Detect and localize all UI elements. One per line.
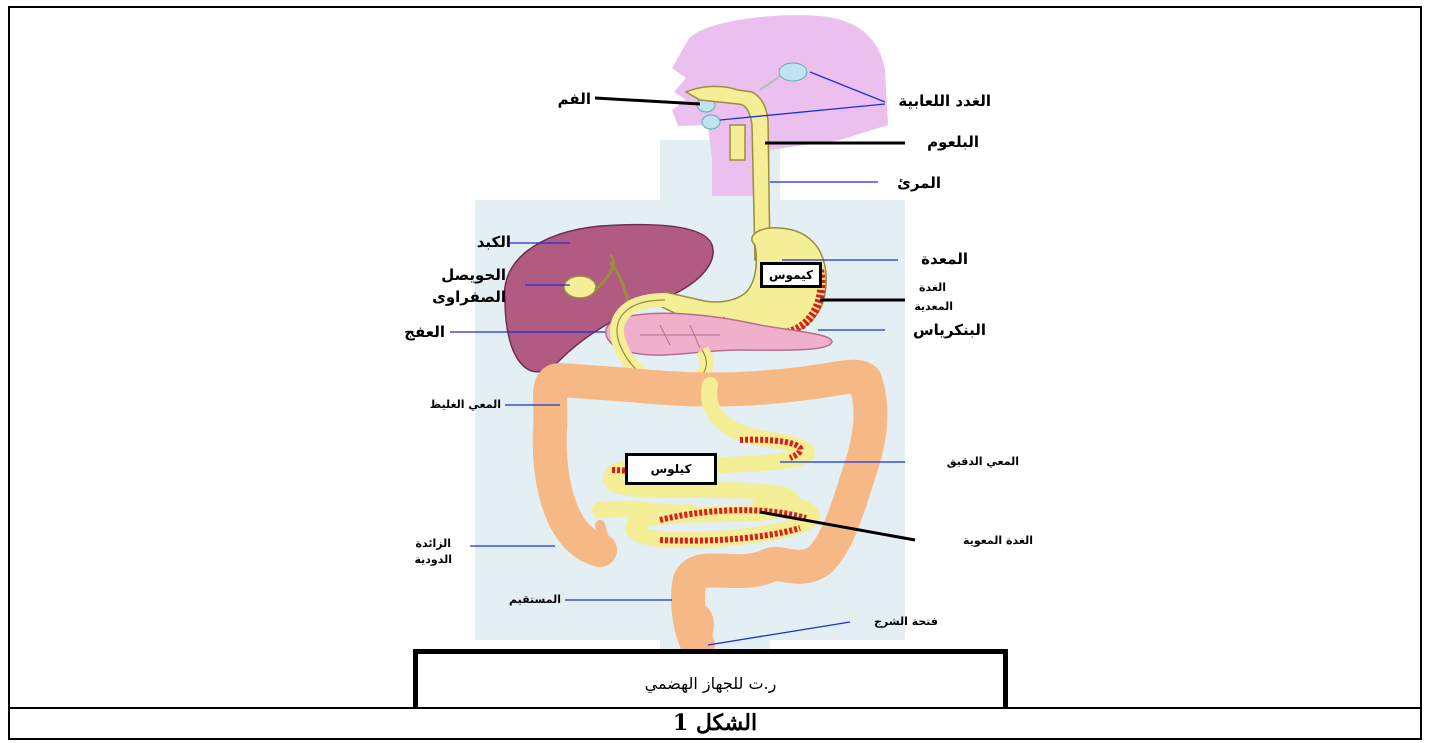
- duodenum-label: العفج: [404, 323, 445, 342]
- appendix-shape: [600, 525, 604, 560]
- gallbladder-label-1: الحويصل: [441, 266, 506, 285]
- gallbladder-label-2: الصفراوى: [432, 288, 506, 307]
- large-intestine-label: المعي الغليظ: [430, 398, 501, 412]
- salivary-gland-1: [779, 63, 807, 81]
- gastric-gland-label-1: الغدة: [919, 281, 946, 295]
- appendix-label-1: الزائدة: [416, 537, 452, 551]
- appendix-label-2: الدودية: [414, 553, 452, 567]
- figure-title: ر.ت للجهاز الهضمي: [418, 674, 1003, 693]
- anus-label: فتحة الشرج: [874, 615, 938, 629]
- salivary-glands-label: الغدد اللعابية: [898, 92, 991, 111]
- esophagus-label: المرئ: [897, 174, 941, 193]
- stomach-label: المعدة: [921, 250, 968, 269]
- intestinal-gland-label: الغدة المعوية: [963, 534, 1033, 548]
- mouth-label: الفم: [558, 90, 591, 109]
- gallbladder-shape: [564, 276, 596, 298]
- figure-caption: الشكل 1: [8, 710, 1422, 736]
- pancreas-label: البنكرياس: [913, 321, 986, 340]
- liver-label: الكبد: [477, 233, 511, 252]
- chyme-box: كيموس: [760, 262, 822, 288]
- small-intestine-label: المعي الدقيق: [947, 455, 1019, 469]
- chyle-box: كيلوس: [625, 453, 717, 485]
- rectum-label: المستقيم: [509, 593, 561, 607]
- figure-title-box: ر.ت للجهاز الهضمي: [413, 649, 1008, 707]
- pharynx-label: البلعوم: [927, 133, 979, 152]
- gastric-gland-label-2: المعدية: [914, 300, 953, 314]
- salivary-gland-3: [702, 115, 720, 129]
- rectum-shape: [682, 603, 714, 647]
